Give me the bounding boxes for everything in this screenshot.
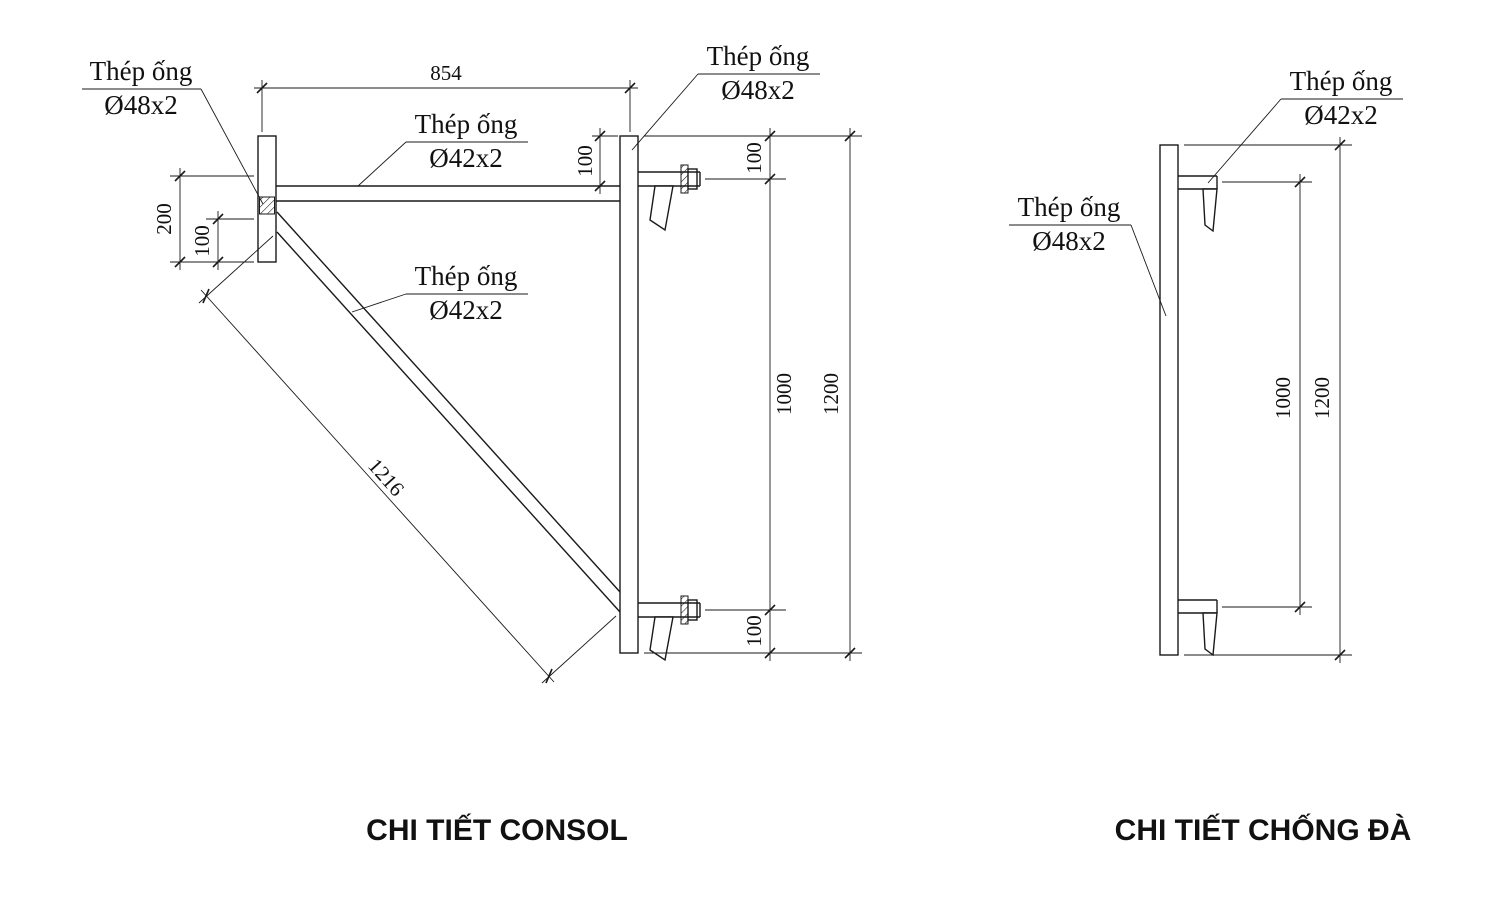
label-brace-pipe: Thép ống Ø48x2 [1009,192,1167,317]
console-labels: Thép ống Ø48x2 Thép ống Ø42x2 Thép ống Ø… [82,41,820,325]
dim-854-text: 854 [430,61,462,85]
label-diagonal-pipe: Thép ống Ø42x2 [351,261,528,325]
leader-brace-hook [1207,98,1282,184]
bottom-claw [649,616,674,662]
brace-dimensions: 1000 1200 [1184,137,1352,663]
dim-1216-text: 1216 [363,454,409,501]
brace-structure [1159,144,1218,657]
label-top-pipe-material: Thép ống [415,109,518,139]
label-top-pipe: Thép ống Ø42x2 [357,109,528,187]
label-left-post-material: Thép ống [90,56,193,86]
leader-diagonal [351,293,407,313]
left-post-clamp [259,196,275,215]
label-brace-hook-size: Ø42x2 [1304,100,1378,130]
brace-labels: Thép ống Ø42x2 Thép ống Ø48x2 [1009,66,1403,317]
brace-top-hook [1178,175,1218,233]
label-left-post-size: Ø48x2 [104,90,178,120]
label-top-pipe-size: Ø42x2 [429,143,503,173]
console-detail-view: 854 100 200 100 [82,41,862,684]
bottom-bolt [680,595,689,625]
dim-pipe-offset: 100 [573,128,618,194]
dim-100-bottom-right-text: 100 [742,615,766,647]
console-structure [257,135,701,662]
leader-right-pipe [631,73,699,151]
brace-top-claw [1202,188,1218,233]
brace-bottom-hook [1178,599,1218,657]
top-bolt [680,164,689,194]
label-brace-hook: Thép ống Ø42x2 [1207,66,1403,184]
dim-100-left-text: 100 [190,225,214,257]
dim-right-side: 100 1000 100 1200 [644,128,862,661]
dim-1200-text: 1200 [819,373,843,415]
right-post [619,135,639,654]
top-hook [638,164,701,232]
leader-brace-pipe [1130,224,1167,317]
label-brace-pipe-material: Thép ống [1018,192,1121,222]
brace-bottom-claw [1202,612,1218,657]
console-title: CHI TIẾT CONSOL [366,813,628,847]
label-right-pipe: Thép ống Ø48x2 [631,41,820,151]
label-left-post: Thép ống Ø48x2 [82,56,264,205]
dim-left-side: 200 100 [152,168,254,270]
dim-100-offset-text: 100 [573,145,597,177]
brace-title: CHI TIẾT CHỐNG ĐÀ [1115,813,1412,847]
leader-top-pipe [357,141,407,187]
brace-detail-view: 1000 1200 Thép ống Ø42x2 Thép ống Ø48x2 [1009,66,1403,663]
left-post [257,135,277,263]
brace-pipe [1159,144,1179,656]
label-diagonal-size: Ø42x2 [429,295,503,325]
diagonal-brace [276,211,621,593]
dim-diagonal: 1216 [198,235,617,684]
dim-1000-text: 1000 [772,373,796,415]
leader-left-post [200,88,264,205]
brace-dim-1000-text: 1000 [1271,377,1295,419]
label-brace-pipe-size: Ø48x2 [1032,226,1106,256]
dim-200-text: 200 [152,203,176,235]
label-diagonal-material: Thép ống [415,261,518,291]
bottom-hook [638,595,701,662]
label-right-pipe-material: Thép ống [707,41,810,71]
dim-top-width: 854 [254,61,638,132]
label-right-pipe-size: Ø48x2 [721,75,795,105]
console-dimensions: 854 100 200 100 [152,61,862,684]
brace-dim-1200-text: 1200 [1310,377,1334,419]
label-brace-hook-material: Thép ống [1290,66,1393,96]
top-claw [649,185,674,232]
dim-100-top-right-text: 100 [742,142,766,174]
